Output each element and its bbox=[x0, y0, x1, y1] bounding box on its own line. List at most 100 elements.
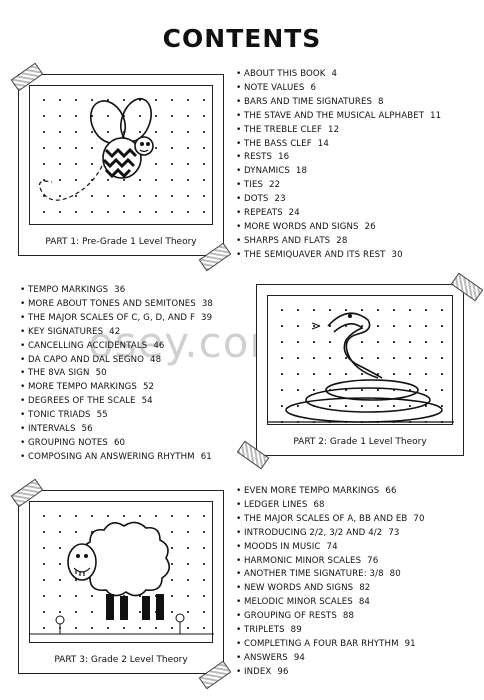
toc-entry-label: Index bbox=[244, 666, 272, 677]
toc-entry[interactable]: •Ledger lines68 bbox=[236, 500, 325, 511]
toc-entry[interactable]: •About this book4 bbox=[236, 69, 337, 80]
toc-entry[interactable]: •Sharps and flats28 bbox=[236, 236, 347, 247]
toc-entry[interactable]: •Even more tempo markings66 bbox=[236, 486, 397, 497]
toc-entry[interactable]: •Answers94 bbox=[236, 653, 305, 664]
bullet-icon: • bbox=[20, 396, 26, 407]
bullet-icon: • bbox=[236, 555, 242, 566]
toc-entry[interactable]: •Moods in music 74 bbox=[236, 542, 338, 553]
toc-entry-label: About this book bbox=[244, 69, 326, 79]
toc-entry-page: 12 bbox=[328, 124, 340, 135]
toc-entry-page: 68 bbox=[313, 499, 325, 510]
toc-entry-label: Moods in music bbox=[244, 541, 321, 552]
part3-dotted-area bbox=[29, 501, 214, 643]
toc-entry[interactable]: •Bars and time signatures8 bbox=[236, 97, 384, 108]
toc-entry-label: Note values bbox=[244, 82, 305, 93]
toc-entry-label: Composing an answering rhythm bbox=[28, 451, 195, 462]
bullet-icon: • bbox=[20, 285, 26, 295]
toc-entry[interactable]: •The major scales of C, G, D, and F39 bbox=[20, 313, 212, 324]
bullet-icon: • bbox=[236, 513, 242, 524]
bullet-icon: • bbox=[236, 569, 242, 580]
toc-entry[interactable]: •Tempo markings36 bbox=[20, 285, 125, 296]
toc-entry-label: The major scales of C, G, D, and F bbox=[28, 312, 196, 323]
toc-entry-label: Ties bbox=[244, 180, 264, 191]
toc-entry[interactable]: •Another time signature: 3/8 80 bbox=[236, 569, 401, 580]
toc-entry[interactable]: •Note values6 bbox=[236, 83, 316, 94]
bullet-icon: • bbox=[236, 194, 242, 205]
toc-entry-page: 16 bbox=[278, 152, 290, 163]
toc-entry-label: The semiquaver and its rest bbox=[244, 249, 386, 260]
toc-entry[interactable]: •The 8va sign50 bbox=[20, 368, 107, 379]
toc-entry[interactable]: •Harmonic minor scales76 bbox=[236, 556, 378, 567]
bullet-icon: • bbox=[236, 110, 242, 121]
toc-entry-page: 74 bbox=[326, 541, 338, 552]
toc-entry-page: 84 bbox=[358, 597, 370, 608]
toc-entry-page: 80 bbox=[389, 569, 401, 580]
toc-entry[interactable]: •Dots23 bbox=[236, 194, 286, 205]
toc-entry-page: 46 bbox=[153, 340, 165, 351]
bullet-icon: • bbox=[236, 652, 242, 663]
bullet-icon: • bbox=[236, 166, 242, 177]
toc-entry-page: 52 bbox=[142, 382, 155, 393]
sheep-icon bbox=[30, 521, 214, 635]
toc-entry[interactable]: •The stave and the musical alphabet11 bbox=[236, 111, 441, 122]
toc-entry-label: Grouping of rests bbox=[244, 611, 337, 622]
toc-entry-label: More words and signs bbox=[244, 221, 359, 232]
toc-entry-page: 18 bbox=[295, 166, 308, 177]
toc-entry-page: 28 bbox=[336, 235, 348, 246]
toc-entry[interactable]: •Introducing 2/2, 3/2 and 4/273 bbox=[236, 528, 400, 539]
toc-entry[interactable]: •Completing a four bar rhythm91 bbox=[236, 639, 416, 650]
toc-entry[interactable]: •Grouping notes60 bbox=[20, 438, 125, 449]
bullet-icon: • bbox=[236, 638, 242, 649]
toc-entry[interactable]: •More words and signs 26 bbox=[236, 222, 376, 233]
toc-entry[interactable]: •Triplets89 bbox=[236, 625, 302, 636]
toc-entry[interactable]: •Key signatures42 bbox=[20, 327, 120, 338]
bullet-icon: • bbox=[236, 249, 242, 260]
toc-entry[interactable]: •Index96 bbox=[236, 667, 289, 678]
toc-entry-page: 55 bbox=[96, 410, 108, 421]
part1-caption: PART 1: Pre-Grade 1 Level Theory bbox=[45, 237, 197, 247]
toc-entry[interactable]: •Intervals56 bbox=[20, 424, 93, 435]
toc-entry[interactable]: •Degrees of the scale54 bbox=[20, 396, 153, 407]
bullet-icon: • bbox=[20, 312, 26, 323]
toc-entry[interactable]: •Cancelling accidentals 46 bbox=[20, 341, 164, 352]
bullet-icon: • bbox=[236, 208, 242, 218]
toc-entry-page: 8 bbox=[378, 96, 384, 107]
bullet-icon: • bbox=[20, 451, 26, 462]
toc-entry[interactable]: •The semiquaver and its rest30 bbox=[236, 250, 403, 261]
toc-entry[interactable]: •Composing an answering rhythm61 bbox=[20, 452, 212, 463]
snake-icon bbox=[268, 312, 454, 423]
toc-entry[interactable]: •The bass clef14 bbox=[236, 139, 329, 150]
toc-entry[interactable]: •Ties22 bbox=[236, 180, 280, 191]
toc-entry-page: 26 bbox=[364, 221, 376, 232]
toc-entry[interactable]: •Repeats24 bbox=[236, 208, 300, 219]
part1-frame: PART 1: Pre-Grade 1 Level Theory bbox=[18, 74, 224, 256]
toc-entry[interactable]: •Grouping of rests88 bbox=[236, 611, 354, 622]
toc-entry[interactable]: •Da capo and dal segno48 bbox=[20, 355, 161, 366]
toc-entry-label: Triplets bbox=[244, 625, 285, 635]
bullet-icon: • bbox=[20, 354, 26, 365]
toc-entry-label: Another time signature: 3/8 bbox=[244, 569, 384, 580]
toc-entry[interactable]: •New words and signs82 bbox=[236, 583, 370, 594]
bullet-icon: • bbox=[236, 541, 242, 552]
toc-entry[interactable]: •Melodic minor scales84 bbox=[236, 597, 370, 608]
bullet-icon: • bbox=[20, 340, 26, 351]
toc-entry[interactable]: •The treble clef 12 bbox=[236, 125, 339, 136]
toc-entry[interactable]: •Rests16 bbox=[236, 152, 289, 163]
bullet-icon: • bbox=[236, 82, 242, 93]
bullet-icon: • bbox=[236, 124, 242, 135]
toc-entry-page: 23 bbox=[274, 194, 286, 205]
toc-entry-label: Cancelling accidentals bbox=[28, 340, 148, 351]
toc-entry-page: 48 bbox=[150, 354, 162, 365]
toc-entry-label: More about tones and semitones bbox=[28, 298, 196, 309]
toc-entry[interactable]: •Tonic triads55 bbox=[20, 410, 108, 421]
toc-entry[interactable]: •The major scales of A, Bb and Eb70 bbox=[236, 514, 425, 525]
toc-entry-page: 22 bbox=[269, 180, 281, 191]
toc-entry[interactable]: •Dynamics18 bbox=[236, 166, 307, 177]
bullet-icon: • bbox=[236, 152, 242, 163]
toc-entry[interactable]: •More about tones and semitones38 bbox=[20, 299, 213, 310]
bullet-icon: • bbox=[236, 611, 242, 622]
toc-entry-page: 60 bbox=[113, 437, 126, 448]
toc-entry[interactable]: •More tempo markings52 bbox=[20, 382, 154, 393]
toc-entry-label: The treble clef bbox=[244, 124, 323, 135]
bullet-icon: • bbox=[236, 221, 242, 232]
